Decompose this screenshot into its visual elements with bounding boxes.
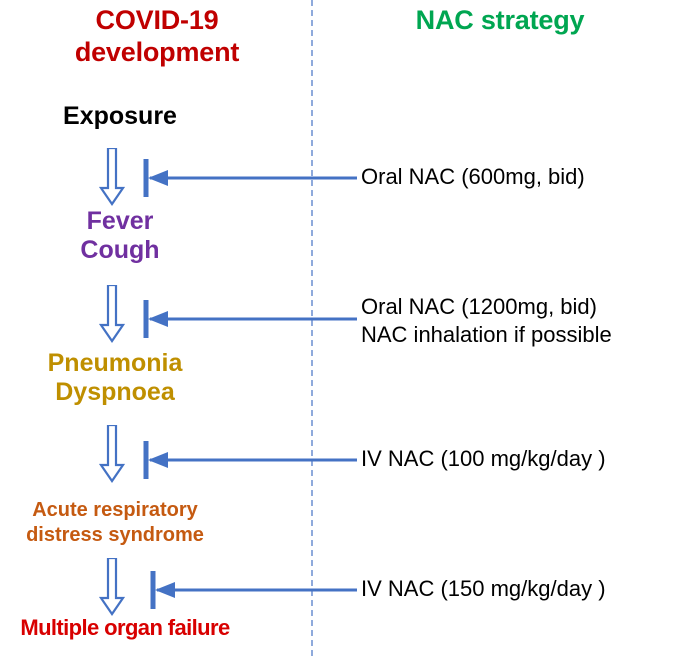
stage-label-exposure: Exposure — [63, 102, 177, 130]
stage-label-pneumonia-dyspnoea: Pneumonia Dyspnoea — [47, 349, 183, 406]
vertical-dashed-divider — [311, 0, 313, 656]
intervention-arrow-3 — [142, 437, 357, 483]
hollow-down-arrow-3 — [99, 425, 125, 483]
hollow-down-arrow-4 — [99, 558, 125, 616]
column-title-nac-strategy: NAC strategy — [415, 5, 585, 35]
intervention-arrow-1 — [142, 155, 357, 201]
hollow-down-arrow-2 — [99, 285, 125, 343]
stage-label-acute-respiratory-distress-syndrome: Acute respiratory distress syndrome — [26, 499, 204, 546]
intervention-text-1: Oral NAC (600mg, bid) — [361, 164, 585, 189]
intervention-text-3: IV NAC (100 mg/kg/day ) — [361, 446, 606, 471]
intervention-text-4: IV NAC (150 mg/kg/day ) — [361, 576, 606, 601]
column-title-covid-development: COVID-19 development — [74, 5, 240, 67]
hollow-down-arrow-1 — [99, 148, 125, 206]
intervention-arrow-2 — [142, 296, 357, 342]
stage-label-multiple-organ-failure: Multiple organ failure — [20, 615, 230, 640]
intervention-text-2: Oral NAC (1200mg, bid) NAC inhalation if… — [361, 294, 612, 347]
intervention-arrow-4 — [149, 567, 357, 613]
stage-label-fever-cough: Fever Cough — [80, 207, 160, 264]
